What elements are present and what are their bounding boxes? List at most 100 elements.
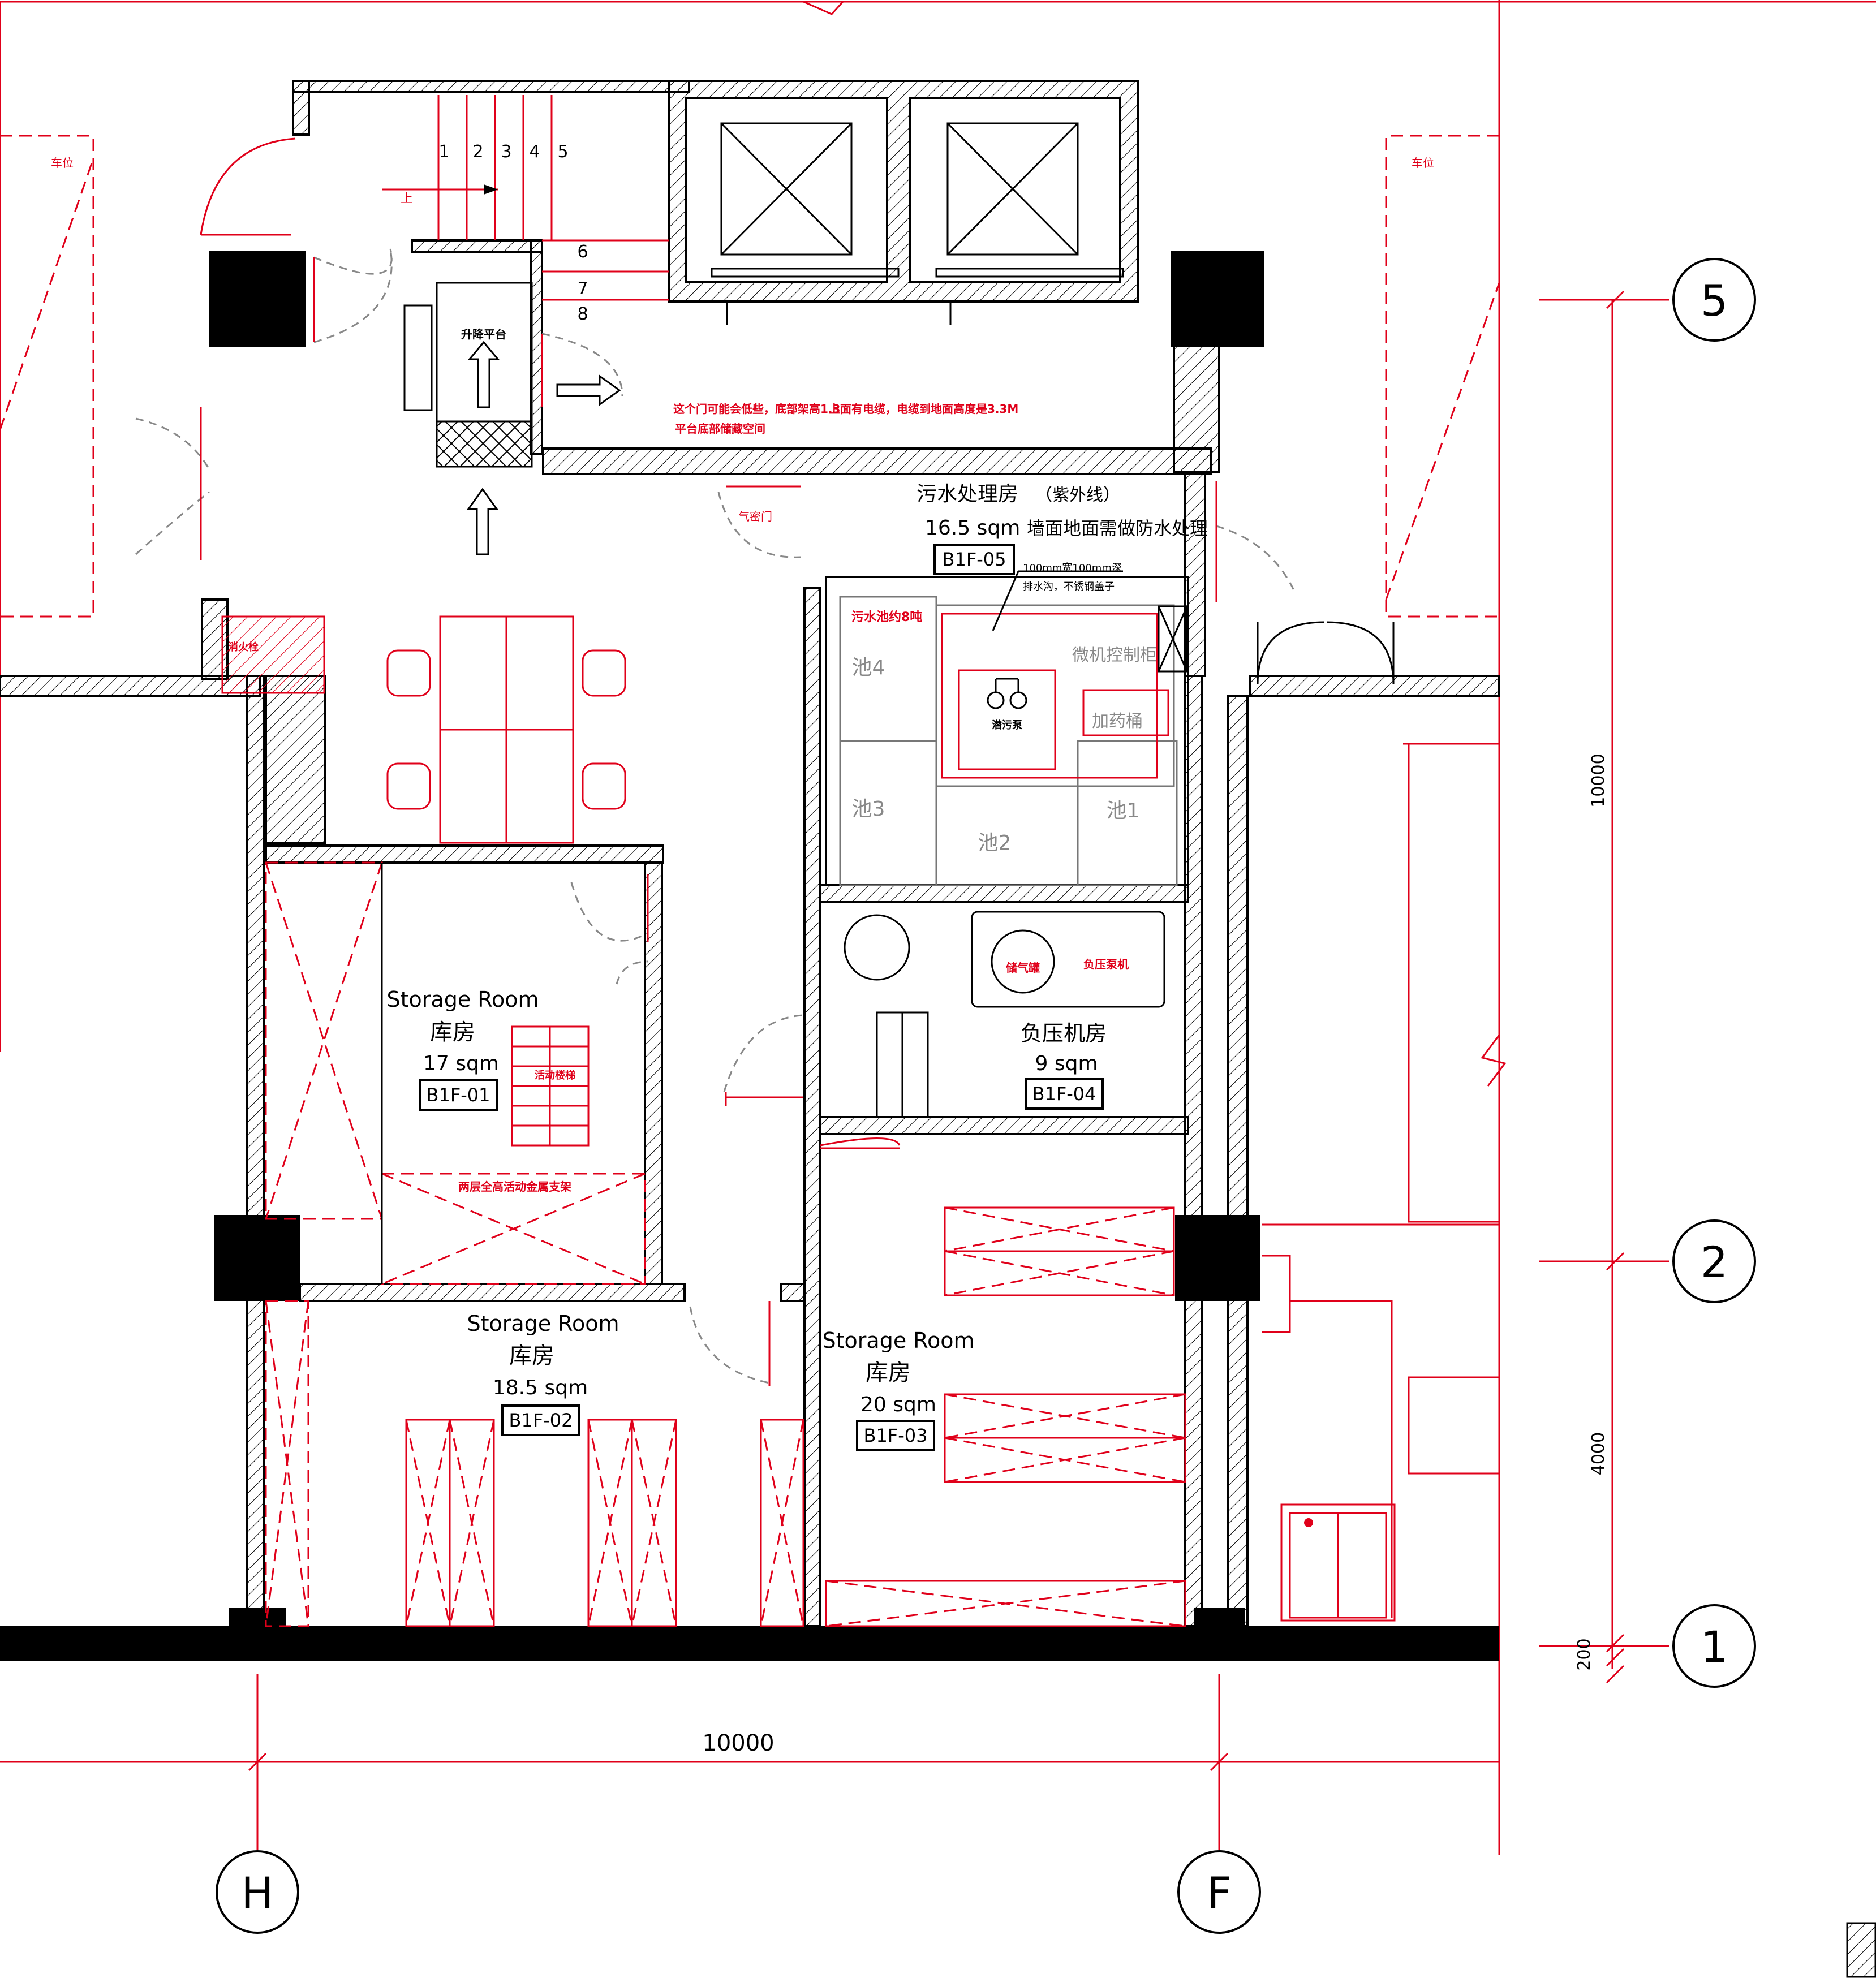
parking-areas xyxy=(0,135,1500,618)
wall-h-axis xyxy=(246,675,265,1627)
chair-2 xyxy=(386,762,431,810)
cabinet-cross xyxy=(1158,606,1188,672)
parking-left-label: 车位 xyxy=(51,156,74,170)
door-swing xyxy=(1216,525,1297,594)
rack-cross xyxy=(381,1173,646,1285)
tank-8t-label: 污水池约8吨 xyxy=(851,610,922,624)
elevator-door-1 xyxy=(711,268,900,278)
door-swing xyxy=(135,417,210,470)
top-break-mark xyxy=(803,1,844,15)
rack-cross xyxy=(944,1250,1174,1296)
wall-f-axis-outer xyxy=(1227,695,1249,1627)
grid-bubble-1 xyxy=(1672,1604,1756,1688)
room02-area: 18.5 sqm xyxy=(493,1376,588,1399)
elevator-car-1 xyxy=(720,122,853,256)
room03-area: 20 sqm xyxy=(860,1393,936,1416)
rack-cross xyxy=(587,1419,633,1627)
column-1 xyxy=(209,251,306,347)
grid-bubble-2 xyxy=(1672,1219,1756,1303)
control-pipe xyxy=(941,613,1158,779)
stair-step-4: 4 xyxy=(529,142,540,162)
negative-room-area: 9 sqm xyxy=(1035,1052,1098,1075)
wall-room02-top xyxy=(299,1283,686,1302)
stair-step-5: 5 xyxy=(557,142,568,162)
lift-platform-label: 升降平台 xyxy=(461,327,506,341)
sewage-room-uv: （紫外线） xyxy=(1035,485,1120,505)
negative-room-equipment xyxy=(844,911,1165,1118)
wall-corridor-bottom xyxy=(542,447,1212,475)
door-swing xyxy=(313,248,393,275)
column-base-h xyxy=(229,1608,286,1631)
doors xyxy=(135,137,1395,1386)
rack-bottom xyxy=(381,1173,646,1285)
door-swing xyxy=(313,248,393,343)
airtight-door-label: 气密门 xyxy=(738,510,772,523)
grid-label-5: 5 xyxy=(1701,275,1728,326)
column-2 xyxy=(1171,251,1264,347)
dim-tick xyxy=(248,1752,267,1772)
east-pipe xyxy=(1262,1255,1291,1333)
pool-4-label: 池4 xyxy=(852,656,885,679)
door-swing-room01 xyxy=(570,882,648,942)
stair-step-2: 2 xyxy=(472,142,483,162)
stair-step-1: 1 xyxy=(438,142,449,162)
wall-west-horizontal xyxy=(0,675,261,697)
wall-room02-top-stub xyxy=(780,1283,806,1302)
room02-racks xyxy=(265,1300,804,1627)
wall-west-column xyxy=(265,675,326,844)
oxygen-tank xyxy=(991,929,1055,994)
room03-name-en: Storage Room xyxy=(823,1328,975,1353)
door-swing-entry xyxy=(200,137,296,235)
sewage-room-equipment xyxy=(825,570,1189,886)
fire-box-label: 消火栓 xyxy=(228,641,259,653)
neg-room-panel xyxy=(876,1011,903,1118)
grid-label-f: F xyxy=(1207,1868,1232,1918)
stair-arrow-head xyxy=(484,184,498,195)
negative-room-code-box xyxy=(1025,1078,1104,1110)
lift-platform-side xyxy=(403,304,433,411)
rack-cross xyxy=(265,1300,309,1627)
rack-cross xyxy=(449,1419,495,1627)
pool-2-label: 池2 xyxy=(978,831,1012,855)
dim-vertical-lower: 4000 xyxy=(1589,1432,1608,1475)
room01-racks xyxy=(265,861,646,1285)
dim-horizontal: 10000 xyxy=(702,1730,774,1756)
grid-bubble-h xyxy=(216,1850,299,1934)
door-note-3: ，电缆到地面高度是3.3M xyxy=(885,402,1018,416)
ditch-desc: 排水沟，不锈钢盖子 xyxy=(1023,581,1115,593)
lift-platform-storage xyxy=(436,420,533,468)
control-cabinet-label: 微机控制柜 xyxy=(1072,645,1157,665)
room03-racks xyxy=(825,1206,1186,1627)
exit-arrow-icon xyxy=(556,374,621,406)
east-area xyxy=(1408,743,1500,1223)
rack-cross xyxy=(631,1419,677,1627)
wall-stair-mid xyxy=(411,239,543,253)
room03-name-cn: 库房 xyxy=(866,1360,911,1386)
pump-machine-label: 负压泵机 xyxy=(1083,958,1129,971)
door-swing-room03 xyxy=(820,1137,901,1147)
rack-cross xyxy=(825,1580,1186,1627)
rack-r03-3 xyxy=(825,1580,1186,1627)
rack-cross xyxy=(760,1419,804,1627)
room02-name-cn: 库房 xyxy=(509,1343,554,1369)
chair-1 xyxy=(386,649,431,697)
foundation-slab xyxy=(0,1626,1499,1661)
stair-up-label: 上 xyxy=(401,192,413,206)
door-swing-room02 xyxy=(689,1306,770,1384)
pump-pit xyxy=(958,669,1056,770)
rack-r02-4 xyxy=(760,1419,804,1627)
rack-note-label: 两层全高活动金属支架 xyxy=(458,1180,571,1193)
sewage-room-area: 16.5 sqm xyxy=(925,516,1020,540)
neg-room-panel xyxy=(901,1011,929,1118)
wall-top-stair xyxy=(292,80,690,93)
grid-label-2: 2 xyxy=(1701,1237,1728,1287)
pool-1-label: 池1 xyxy=(1107,799,1140,822)
door-swing xyxy=(135,491,210,555)
sewage-room-code-box xyxy=(933,544,1015,575)
east-side xyxy=(1262,743,1500,1622)
grid-label-h: H xyxy=(241,1868,273,1918)
oxygen-tank-label: 储气罐 xyxy=(1006,961,1040,975)
door-swing xyxy=(541,333,623,397)
sewage-room-code: B1F-05 xyxy=(943,549,1006,570)
grid-bubble-f xyxy=(1177,1850,1261,1934)
